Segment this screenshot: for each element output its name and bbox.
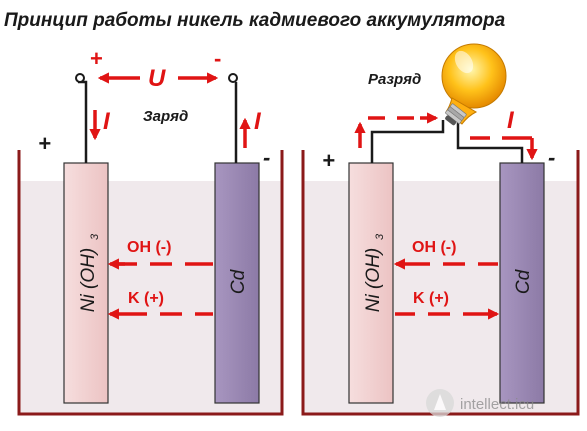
charge-vessel [17, 150, 284, 416]
watermark-text: intellect.icu [460, 396, 534, 413]
charge-current-left-label: I [103, 108, 111, 135]
charge-plus-terminal-circle [75, 73, 85, 83]
discharge-current-label: I [507, 107, 515, 134]
discharge-anode-plate [348, 162, 394, 404]
charge-anode-sub: 3 [89, 233, 101, 240]
charge-vessel-plus: + [38, 131, 51, 156]
watermark: intellect.icu [426, 389, 534, 417]
charge-cathode-plate [214, 162, 260, 404]
charge-k-label: K (+) [128, 290, 164, 307]
diagram-title: Принцип работы никель кадмиевого аккумул… [4, 10, 506, 31]
charge-anode-label: Ni (OH) 3 [78, 233, 101, 312]
charge-minus-label: - [214, 46, 221, 71]
discharge-anode-wire [370, 120, 445, 163]
discharge-oh-label: OH (-) [412, 239, 456, 256]
charge-anode-wire [78, 80, 88, 163]
charge-oh-label: OH (-) [127, 239, 171, 256]
charge-anode-chem: Ni (OH) [78, 248, 99, 312]
discharge-anode-label: Ni (OH) 3 [363, 233, 386, 312]
discharge-cathode-label: Cd [513, 268, 534, 294]
discharge-vessel-minus: - [548, 145, 555, 170]
discharge-cathode-wire [456, 120, 524, 163]
charge-current-right-label: I [254, 108, 262, 135]
discharge-anode-chem: Ni (OH) [363, 248, 384, 312]
discharge-vessel-plus: + [322, 148, 335, 173]
charge-cell: + - U I I Заряд + - Ni (OH) 3 Cd OH (-) … [17, 46, 284, 416]
voltage-label: U [148, 65, 166, 92]
charge-mode-label: Заряд [143, 108, 188, 125]
charge-anode-plate [63, 162, 109, 404]
charge-plus-label: + [90, 46, 103, 71]
discharge-cell: Разряд I + - Ni (OH) 3 Cd OH (-) K (+) [301, 43, 580, 416]
discharge-k-label: K (+) [413, 290, 449, 307]
watermark-logo-mark [434, 394, 446, 410]
discharge-anode-sub: 3 [374, 233, 386, 240]
charge-vessel-minus: - [263, 145, 270, 170]
discharge-cathode-plate [499, 162, 545, 404]
discharge-mode-label: Разряд [368, 71, 421, 88]
charge-cathode-label: Cd [228, 268, 249, 294]
light-bulb-icon [441, 43, 507, 126]
charge-minus-terminal-circle [228, 73, 238, 83]
